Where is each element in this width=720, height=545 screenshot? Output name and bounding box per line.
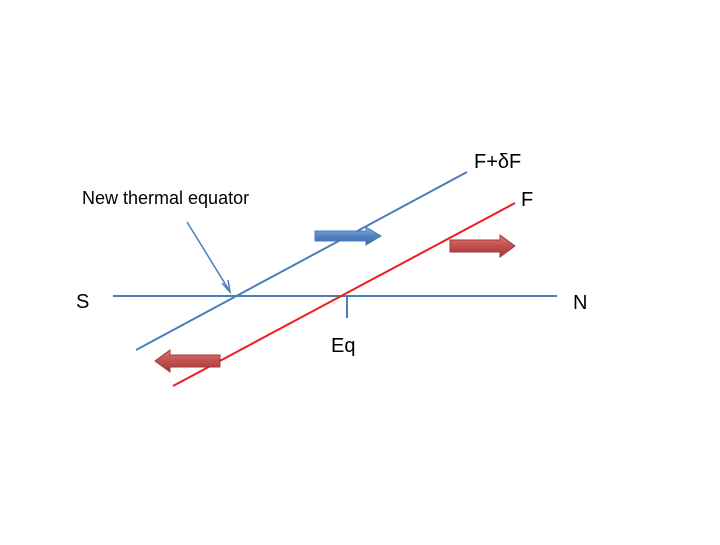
forcing-southward-arrow [154,349,221,373]
new-thermal-equator-label: New thermal equator [82,188,249,208]
south-label: S [76,291,89,313]
thermal-equator-pointer-head [221,279,232,295]
forcing-label: F [521,189,533,211]
thermal-equator-pointer [186,221,230,291]
forcing-line [172,202,516,387]
equator-label: Eq [331,335,355,357]
forcing-northward-arrow [449,234,516,258]
north-label: N [573,292,587,314]
perturbed-forcing-line [135,171,468,351]
perturbed-northward-arrow [314,226,382,246]
perturbed-forcing-label: F+δF [474,151,521,173]
